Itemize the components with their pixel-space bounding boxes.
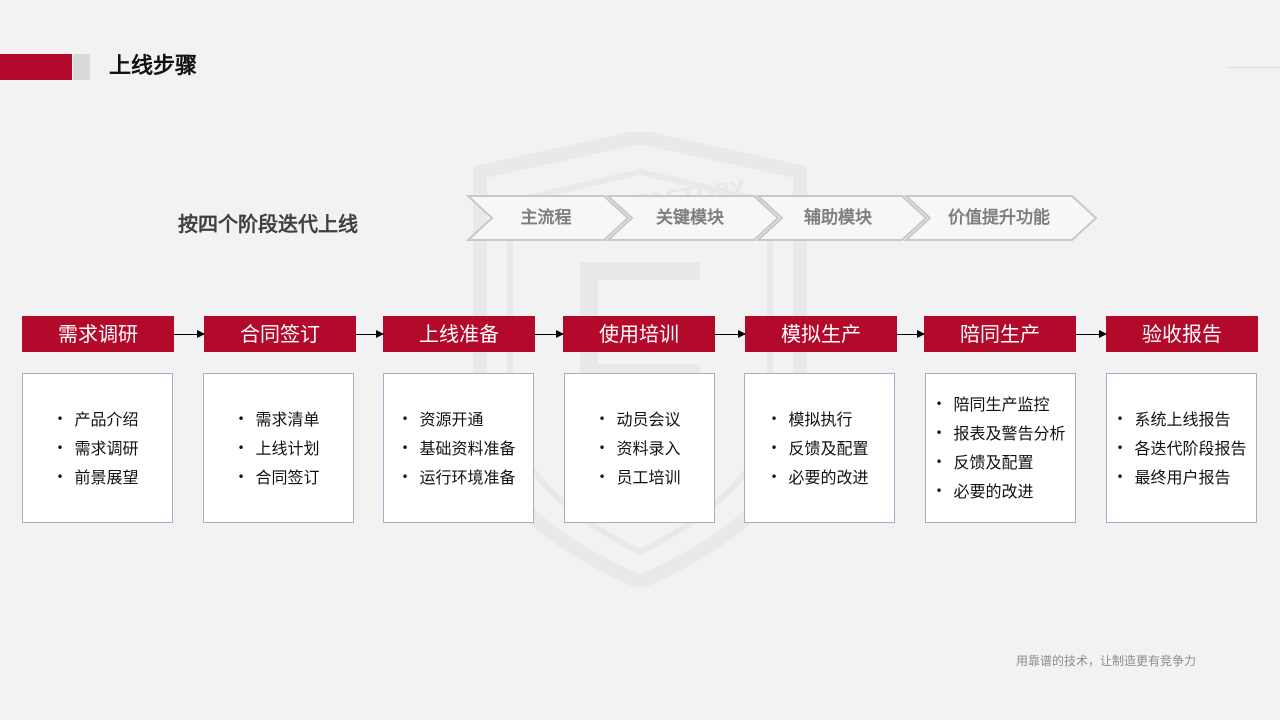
phase-value-features: 价值提升功能 bbox=[948, 208, 1050, 228]
list-item: 反馈及配置 bbox=[770, 434, 868, 463]
page-title: 上线步骤 bbox=[109, 54, 198, 79]
header-divider bbox=[1228, 67, 1280, 68]
list-item: 运行环境准备 bbox=[401, 463, 515, 492]
step-1-details: 产品介绍 需求调研 前景展望 bbox=[22, 373, 173, 523]
list-item: 动员会议 bbox=[598, 405, 680, 434]
list-item: 需求调研 bbox=[56, 434, 138, 463]
step-3-title: 上线准备 bbox=[383, 316, 535, 352]
step-2-title: 合同签订 bbox=[204, 316, 356, 352]
list-item: 需求清单 bbox=[237, 405, 319, 434]
list-item: 各迭代阶段报告 bbox=[1116, 434, 1246, 463]
list-item: 产品介绍 bbox=[56, 405, 138, 434]
header-gray-bar bbox=[73, 54, 90, 80]
list-item: 反馈及配置 bbox=[935, 448, 1065, 477]
arrow-right-icon bbox=[897, 330, 925, 338]
list-item: 资料录入 bbox=[598, 434, 680, 463]
step-5-details: 模拟执行 反馈及配置 必要的改进 bbox=[744, 373, 895, 523]
step-3-details: 资源开通 基础资料准备 运行环境准备 bbox=[383, 373, 534, 523]
list-item: 最终用户报告 bbox=[1116, 463, 1246, 492]
arrow-right-icon bbox=[356, 330, 384, 338]
step-4-title: 使用培训 bbox=[563, 316, 715, 352]
step-6-title: 陪同生产 bbox=[924, 316, 1076, 352]
step-1-title: 需求调研 bbox=[22, 316, 174, 352]
list-item: 员工培训 bbox=[598, 463, 680, 492]
phase-main-flow: 主流程 bbox=[520, 208, 572, 228]
list-item: 必要的改进 bbox=[935, 477, 1065, 506]
arrow-right-icon bbox=[535, 330, 564, 338]
list-item: 合同签订 bbox=[237, 463, 319, 492]
footer-slogan: 用靠谱的技术，让制造更有竞争力 bbox=[1016, 654, 1197, 668]
step-2-details: 需求清单 上线计划 合同签订 bbox=[203, 373, 354, 523]
step-4-details: 动员会议 资料录入 员工培训 bbox=[564, 373, 715, 523]
list-item: 基础资料准备 bbox=[401, 434, 515, 463]
list-item: 报表及警告分析 bbox=[935, 419, 1065, 448]
list-item: 资源开通 bbox=[401, 405, 515, 434]
phase-aux-modules: 辅助模块 bbox=[804, 208, 872, 228]
step-7-title: 验收报告 bbox=[1106, 316, 1258, 352]
list-item: 必要的改进 bbox=[770, 463, 868, 492]
list-item: 陪同生产监控 bbox=[935, 390, 1065, 419]
arrow-right-icon bbox=[1076, 330, 1107, 338]
phase-key-modules: 关键模块 bbox=[656, 208, 724, 228]
step-7-details: 系统上线报告 各迭代阶段报告 最终用户报告 bbox=[1106, 373, 1257, 523]
list-item: 上线计划 bbox=[237, 434, 319, 463]
phase-chevrons bbox=[466, 195, 1098, 241]
intro-subtitle: 按四个阶段迭代上线 bbox=[178, 212, 358, 236]
arrow-right-icon bbox=[715, 330, 746, 338]
list-item: 系统上线报告 bbox=[1116, 405, 1246, 434]
step-6-details: 陪同生产监控 报表及警告分析 反馈及配置 必要的改进 bbox=[925, 373, 1076, 523]
list-item: 前景展望 bbox=[56, 463, 138, 492]
arrow-right-icon bbox=[174, 330, 205, 338]
header-accent-bar bbox=[0, 54, 72, 80]
step-5-title: 模拟生产 bbox=[745, 316, 897, 352]
list-item: 模拟执行 bbox=[770, 405, 868, 434]
